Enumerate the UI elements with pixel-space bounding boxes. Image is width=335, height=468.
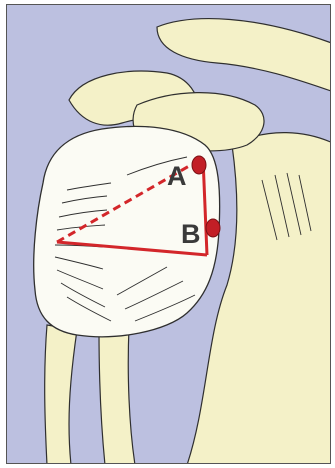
marker-b [206, 219, 220, 237]
marker-a [192, 156, 206, 174]
shoulder-illustration: A B [7, 5, 331, 464]
diagram-frame: A B [6, 4, 331, 464]
label-b: B [181, 219, 201, 249]
label-a: A [167, 161, 187, 191]
